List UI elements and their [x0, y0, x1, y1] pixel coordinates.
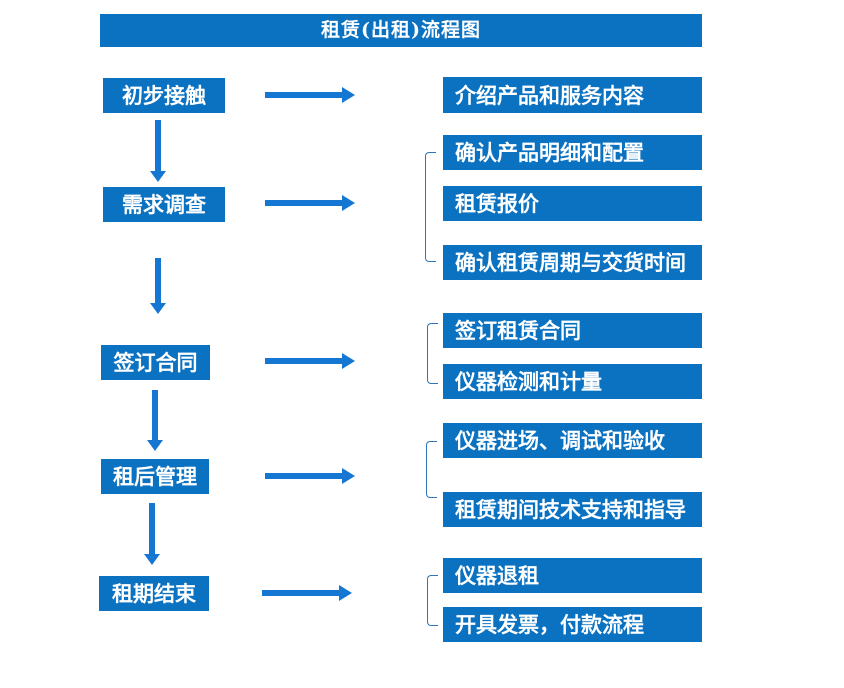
arrow-shaft	[152, 390, 158, 441]
output-box-tech-support: 租赁期间技术支持和指导	[443, 492, 702, 527]
arrow-head-icon	[144, 554, 160, 565]
arrow-right-4	[265, 468, 355, 484]
bracket-group-rental-end	[427, 575, 438, 626]
flowchart-title: 租赁(出租)流程图	[100, 14, 702, 47]
arrow-down-1	[150, 120, 166, 182]
bracket-group-post-rental	[426, 441, 437, 498]
arrow-head-icon	[147, 440, 163, 451]
output-box-rental-quote: 租赁报价	[443, 186, 702, 221]
arrow-shaft	[265, 473, 344, 479]
output-box-confirm-details: 确认产品明细和配置	[443, 135, 702, 170]
step-box-rental-end: 租期结束	[99, 576, 209, 611]
arrow-head-icon	[150, 303, 166, 314]
bracket-group-demand-survey	[425, 152, 436, 262]
arrow-right-3	[265, 353, 355, 369]
arrow-shaft	[265, 200, 344, 206]
arrow-shaft	[265, 358, 344, 364]
arrow-right-1	[265, 87, 355, 103]
step-box-post-rental-management: 租后管理	[101, 459, 209, 494]
arrow-shaft	[149, 503, 155, 555]
output-box-sign-rental-contract: 签订租赁合同	[443, 313, 702, 348]
bracket-group-sign-contract	[427, 323, 438, 384]
output-box-instrument-testing: 仪器检测和计量	[443, 364, 702, 399]
output-box-invoice-payment: 开具发票，付款流程	[443, 607, 702, 642]
arrow-head-icon	[342, 353, 355, 369]
arrow-down-4	[144, 503, 160, 565]
arrow-shaft	[155, 120, 161, 172]
output-box-instrument-setup-acceptance: 仪器进场、调试和验收	[443, 423, 702, 458]
arrow-shaft	[262, 590, 341, 596]
output-box-introduce-products: 介绍产品和服务内容	[443, 77, 702, 113]
arrow-right-5	[262, 585, 352, 601]
arrow-head-icon	[342, 468, 355, 484]
step-box-sign-contract: 签订合同	[101, 345, 210, 380]
arrow-shaft	[155, 258, 161, 304]
output-box-instrument-return: 仪器退租	[443, 558, 702, 593]
arrow-down-3	[147, 390, 163, 451]
arrow-head-icon	[342, 195, 355, 211]
arrow-right-2	[265, 195, 355, 211]
step-box-demand-survey: 需求调查	[103, 187, 225, 222]
arrow-head-icon	[150, 171, 166, 182]
arrow-head-icon	[342, 87, 355, 103]
output-box-confirm-period-delivery: 确认租赁周期与交货时间	[443, 245, 702, 280]
arrow-shaft	[265, 92, 344, 98]
arrow-down-2	[150, 258, 166, 314]
arrow-head-icon	[339, 585, 352, 601]
step-box-initial-contact: 初步接触	[103, 78, 225, 113]
